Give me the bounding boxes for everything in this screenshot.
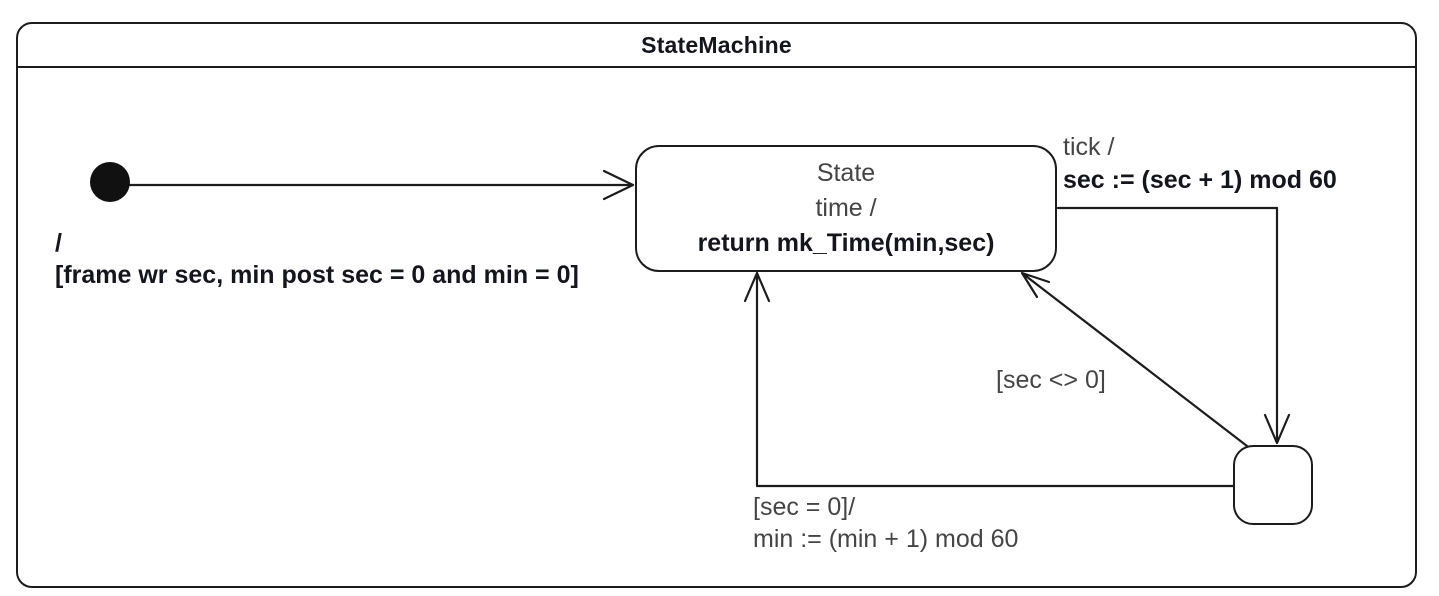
sec-nonzero-transition-guard: [sec <> 0] [996, 366, 1106, 394]
tick-transition-action: sec := (sec + 1) mod 60 [1063, 166, 1337, 194]
initial-state-node[interactable] [90, 162, 130, 202]
sec-zero-transition-label: [sec = 0]/ min := (min + 1) mod 60 [753, 491, 1018, 555]
state-name: State [816, 159, 876, 187]
statemachine-frame: StateMachine [16, 22, 1417, 588]
state-action: return mk_Time(min,sec) [697, 229, 995, 257]
initial-transition-effect: / [55, 229, 62, 257]
initial-transition-label: / [frame wr sec, min post sec = 0 and mi… [55, 227, 579, 291]
frame-title: StateMachine [18, 24, 1415, 68]
initial-transition-guard: [frame wr sec, min post sec = 0 and min … [55, 261, 579, 289]
intermediate-state-node[interactable] [1233, 445, 1313, 525]
sec-zero-transition-guard: [sec = 0]/ [753, 493, 856, 521]
sec-zero-transition-action: min := (min + 1) mod 60 [753, 525, 1019, 553]
state-operation: time / [815, 194, 877, 222]
tick-transition-label: tick / sec := (sec + 1) mod 60 [1063, 131, 1337, 197]
state-node[interactable]: State time / return mk_Time(min,sec) [635, 145, 1057, 272]
tick-transition-event: tick / [1063, 133, 1115, 161]
